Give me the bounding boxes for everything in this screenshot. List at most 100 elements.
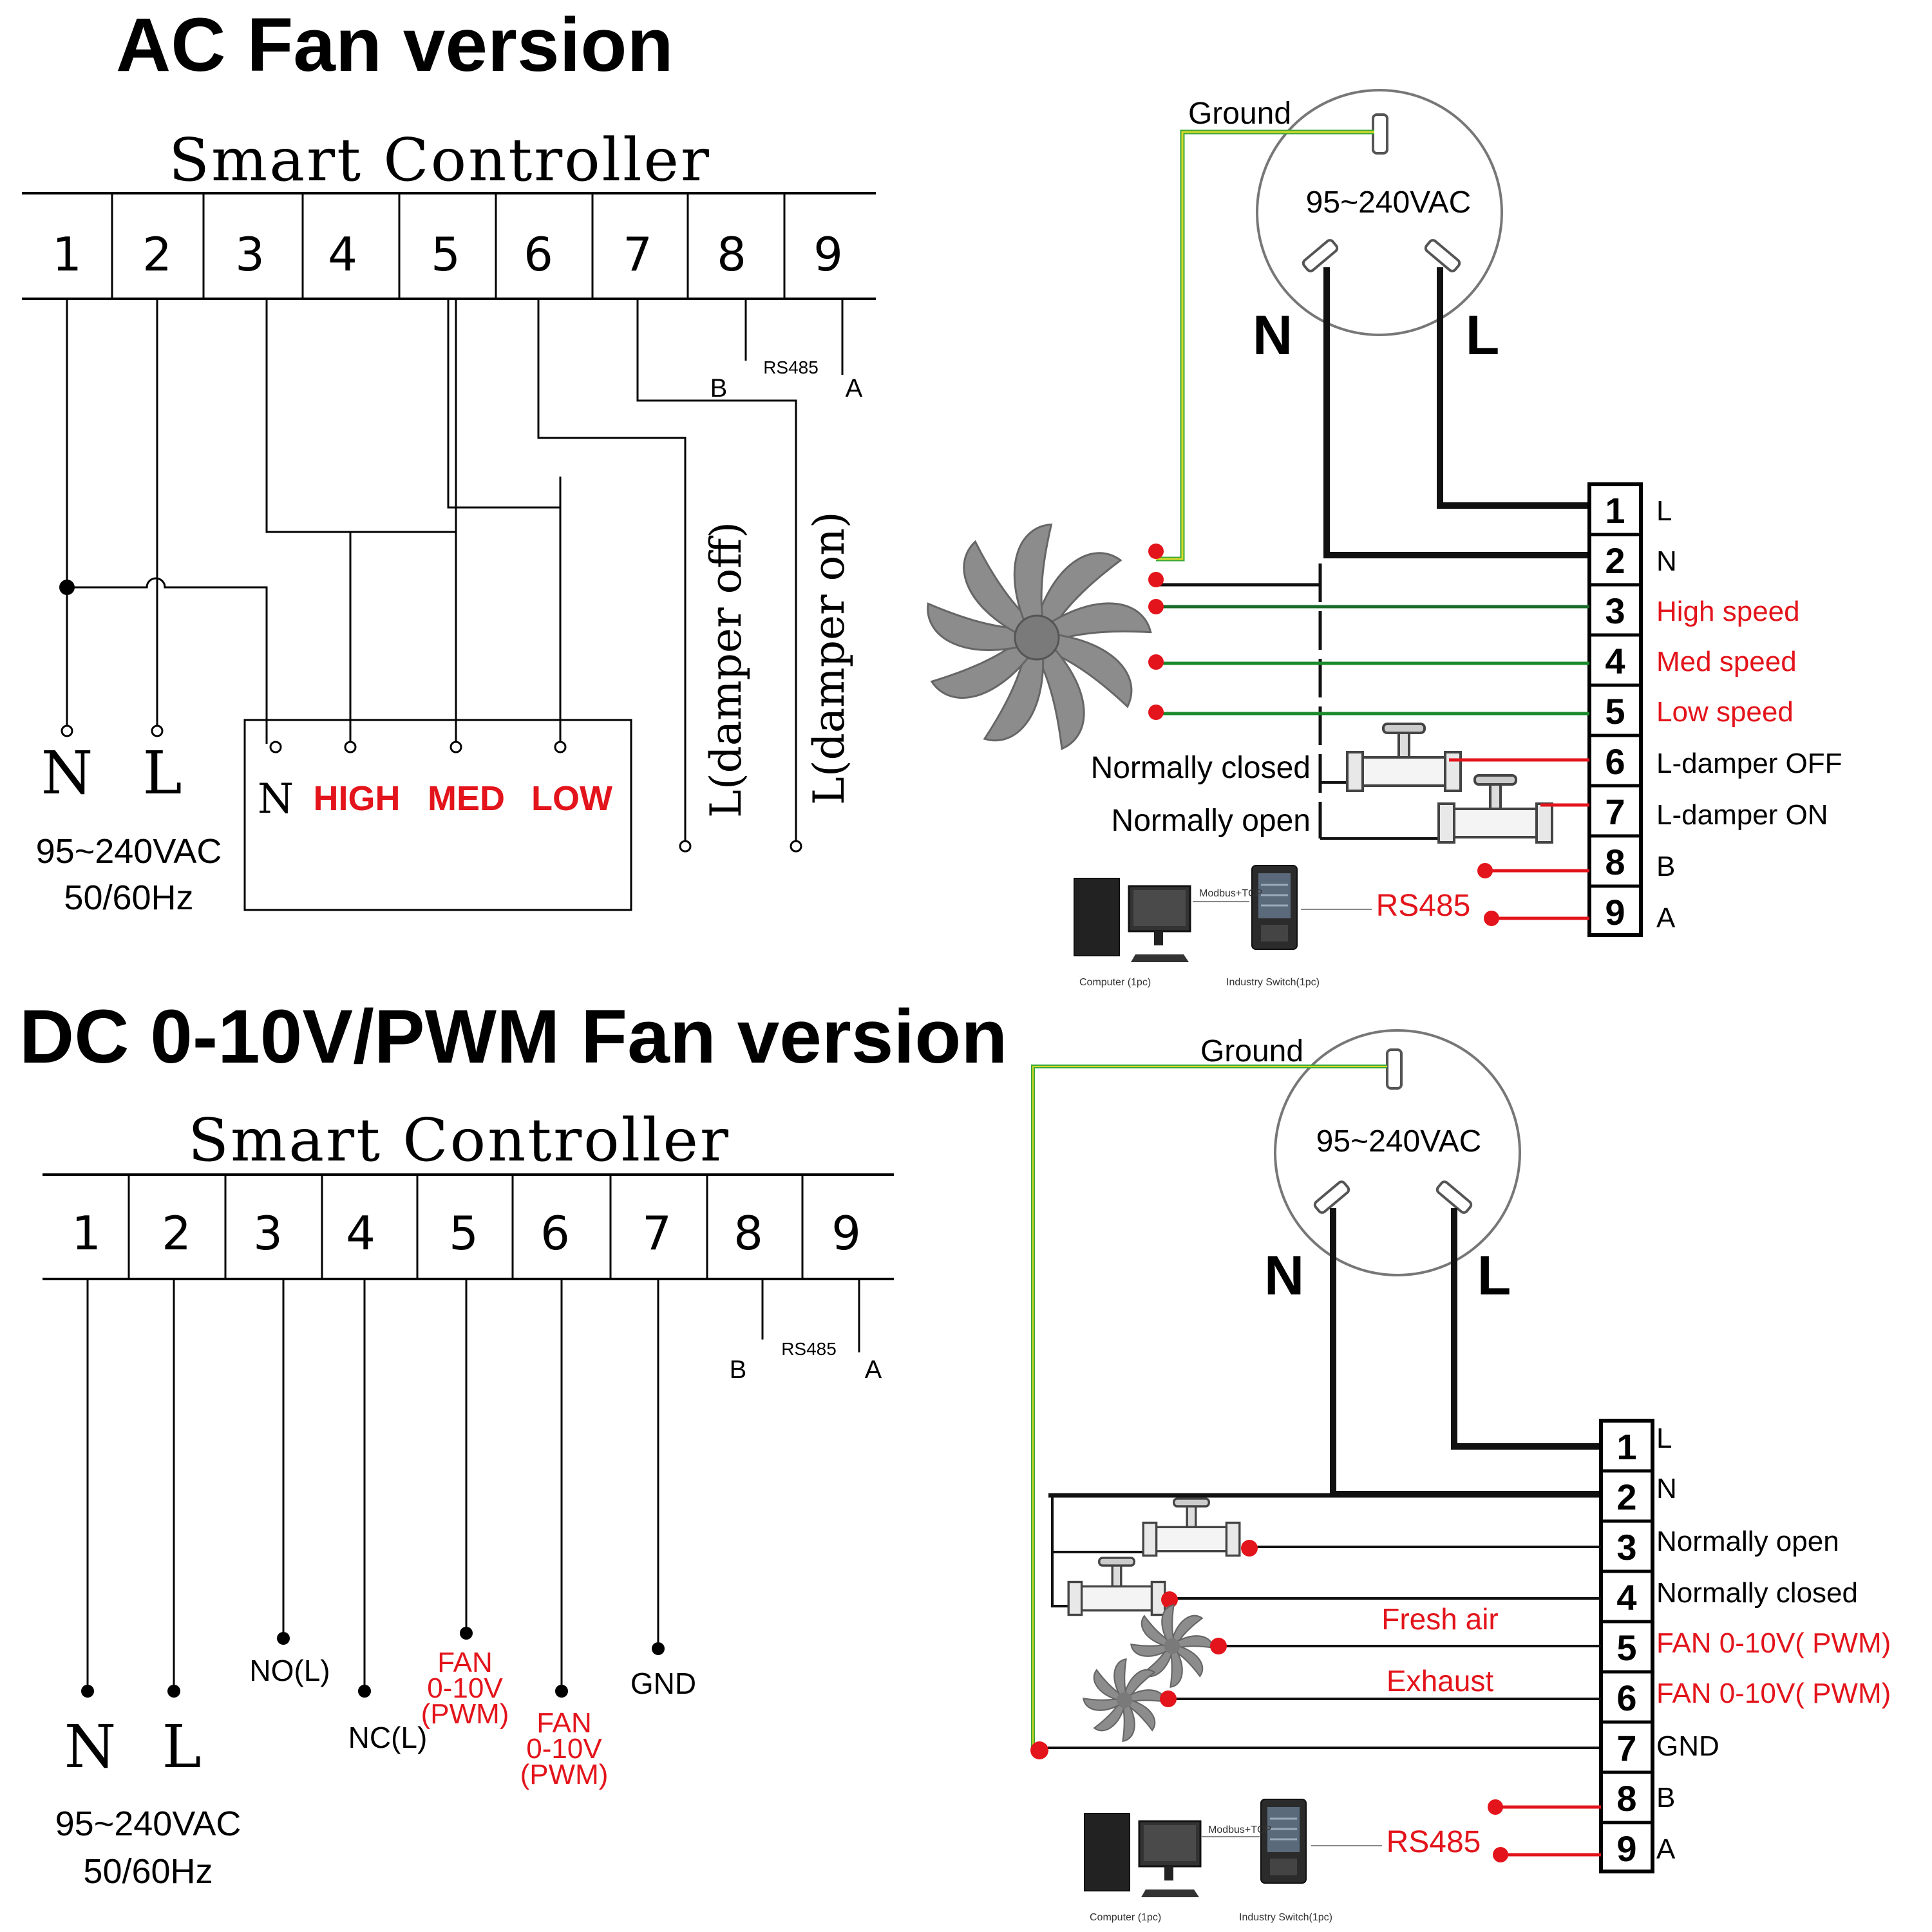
dc-block-num-8: 8	[1616, 1778, 1636, 1819]
dc-rs485-a: A	[865, 1356, 882, 1384]
ac-plug-n: N	[1253, 305, 1293, 366]
ac-block-label-6: L-damper OFF	[1656, 748, 1842, 779]
ac-computer-icon	[1073, 877, 1191, 963]
ac-junction-dot	[59, 580, 75, 595]
dc-terminal-4: 4	[346, 1206, 375, 1260]
ac-wiring: 95~240VAC Ground N L 1 2 3 4 5 6 7 8 9	[927, 89, 1842, 988]
ac-rs485-label: RS485	[763, 357, 819, 377]
ac-power-n: N	[41, 739, 93, 808]
ac-damper-on-label: L(damper on)	[804, 511, 854, 805]
dc-block-label-3: Normally open	[1656, 1526, 1839, 1557]
dc-terminal-1: 1	[71, 1206, 101, 1260]
ac-block-num-4: 4	[1605, 641, 1625, 681]
ac-modbus-label: Modbus+TCP	[1199, 888, 1262, 899]
dc-block-label-9: A	[1656, 1833, 1676, 1865]
ac-terminal-block	[1587, 482, 1643, 937]
ac-block-num-2: 2	[1605, 540, 1625, 581]
dc-rs485-label: RS485	[781, 1339, 837, 1359]
ac-block-label-3: High speed	[1656, 596, 1800, 627]
dc-rs485-link-label: RS485	[1387, 1825, 1481, 1859]
dc-terminal-3: 3	[253, 1206, 283, 1260]
dc-controller: Smart Controller 1 2 3 4 5 6 7 8 9	[43, 1106, 894, 1891]
dc-block-label-1: L	[1656, 1423, 1672, 1454]
dc-block-label-6: FAN 0-10V( PWM)	[1656, 1678, 1891, 1709]
ac-rs485-b: B	[710, 374, 728, 402]
ac-power-freq: 50/60Hz	[64, 878, 193, 917]
dc-computer-caption: Computer (1pc)	[1090, 1912, 1161, 1923]
ac-block-num-8: 8	[1605, 842, 1625, 882]
ac-terminal-1: 1	[52, 227, 82, 281]
dc-block-num-6: 6	[1616, 1678, 1636, 1718]
ac-power-voltage: 95~240VAC	[36, 832, 222, 871]
dc-block-num-5: 5	[1616, 1627, 1636, 1668]
ac-block-label-4: Med speed	[1656, 646, 1797, 677]
dc-industry-switch-icon	[1260, 1798, 1307, 1884]
dc-fresh-air-fan-icon	[1130, 1604, 1214, 1688]
dc-block-num-7: 7	[1616, 1728, 1636, 1768]
dc-terminal-5: 5	[449, 1206, 478, 1260]
dc-nc-l-label: NC(L)	[348, 1721, 428, 1754]
dc-computer-icon	[1083, 1812, 1202, 1899]
dc-exhaust-label: Exhaust	[1387, 1664, 1493, 1698]
dc-terminal-2: 2	[162, 1206, 191, 1260]
dc-power-n: N	[64, 1712, 117, 1781]
ac-computer-caption: Computer (1pc)	[1079, 977, 1151, 988]
ac-damper-off-label: L(damper off)	[701, 522, 751, 818]
ac-block-num-9: 9	[1605, 892, 1625, 933]
ac-industry-switch-icon	[1251, 864, 1298, 951]
ac-switch-caption: Industry Switch(1pc)	[1226, 977, 1320, 988]
ac-damper-off-valve-icon	[1346, 723, 1462, 792]
dc-fresh-air-label: Fresh air	[1381, 1602, 1498, 1636]
ac-terminal-4: 4	[328, 227, 357, 281]
dc-normally-open-valve-icon	[1142, 1497, 1241, 1557]
ac-block-label-5: Low speed	[1656, 696, 1794, 728]
dc-fan-b-line3: (PWM)	[520, 1759, 609, 1790]
ac-terminal-7: 7	[623, 227, 652, 281]
dc-no-l-label: NO(L)	[249, 1654, 330, 1687]
ac-terminal-8: 8	[717, 227, 746, 281]
ac-fan-box	[243, 719, 632, 911]
ac-block-num-6: 6	[1605, 741, 1625, 782]
ac-power-l: L	[142, 739, 182, 808]
dc-fan-b-line2: 0-10V	[526, 1733, 602, 1765]
ac-block-label-8: B	[1656, 851, 1675, 882]
dc-terminal-7: 7	[642, 1206, 672, 1260]
dc-gnd-label: GND	[630, 1667, 696, 1700]
ac-terminal-2: 2	[142, 227, 172, 281]
dc-fan-a-line3: (PWM)	[421, 1698, 509, 1730]
dc-plug-voltage: 95~240VAC	[1316, 1124, 1482, 1159]
dc-power-freq: 50/60Hz	[83, 1852, 213, 1891]
dc-section-title: DC 0-10V/PWM Fan version	[19, 994, 1007, 1079]
ac-rs485-link-label: RS485	[1376, 889, 1471, 923]
dc-block-num-2: 2	[1616, 1477, 1636, 1517]
dc-block-label-8: B	[1656, 1782, 1675, 1814]
dc-ground-label: Ground	[1200, 1034, 1303, 1068]
dc-terminal-6: 6	[540, 1206, 570, 1260]
dc-block-label-4: Normally closed	[1656, 1577, 1858, 1609]
dc-terminal-block	[1599, 1419, 1654, 1873]
dc-fan-b-line1: FAN	[536, 1707, 592, 1739]
dc-terminal-8: 8	[734, 1206, 763, 1260]
ac-block-label-9: A	[1656, 902, 1676, 934]
dc-power-l: L	[162, 1712, 201, 1781]
dc-block-label-5: FAN 0-10V( PWM)	[1656, 1627, 1891, 1659]
dc-wiring: 95~240VAC Ground N L 1 2 3 4 5 6	[1030, 1029, 1891, 1923]
ac-block-num-1: 1	[1605, 490, 1625, 531]
ac-rs485-a: A	[846, 374, 863, 402]
ac-terminal-6: 6	[524, 227, 553, 281]
ac-controller: Smart Controller 1 2 3 4 5 6 7 8 9	[22, 126, 876, 917]
ac-fan-box-low: LOW	[531, 779, 612, 818]
ac-fan-box-high: HIGH	[314, 779, 401, 818]
ac-normally-open-label: Normally open	[1112, 804, 1311, 838]
ac-terminal-3: 3	[235, 227, 265, 281]
dc-modbus-label: Modbus+TCP	[1208, 1824, 1271, 1835]
ac-controller-title: Smart Controller	[169, 126, 711, 194]
dc-block-num-1: 1	[1616, 1426, 1636, 1467]
ac-block-label-7: L-damper ON	[1656, 799, 1828, 831]
dc-block-num-9: 9	[1616, 1828, 1636, 1869]
dc-normally-closed-valve-icon	[1067, 1557, 1166, 1616]
dc-power-voltage: 95~240VAC	[55, 1804, 242, 1843]
ac-fan-icon	[927, 523, 1152, 750]
ac-normally-closed-label: Normally closed	[1091, 751, 1311, 785]
dc-block-label-2: N	[1656, 1473, 1677, 1504]
